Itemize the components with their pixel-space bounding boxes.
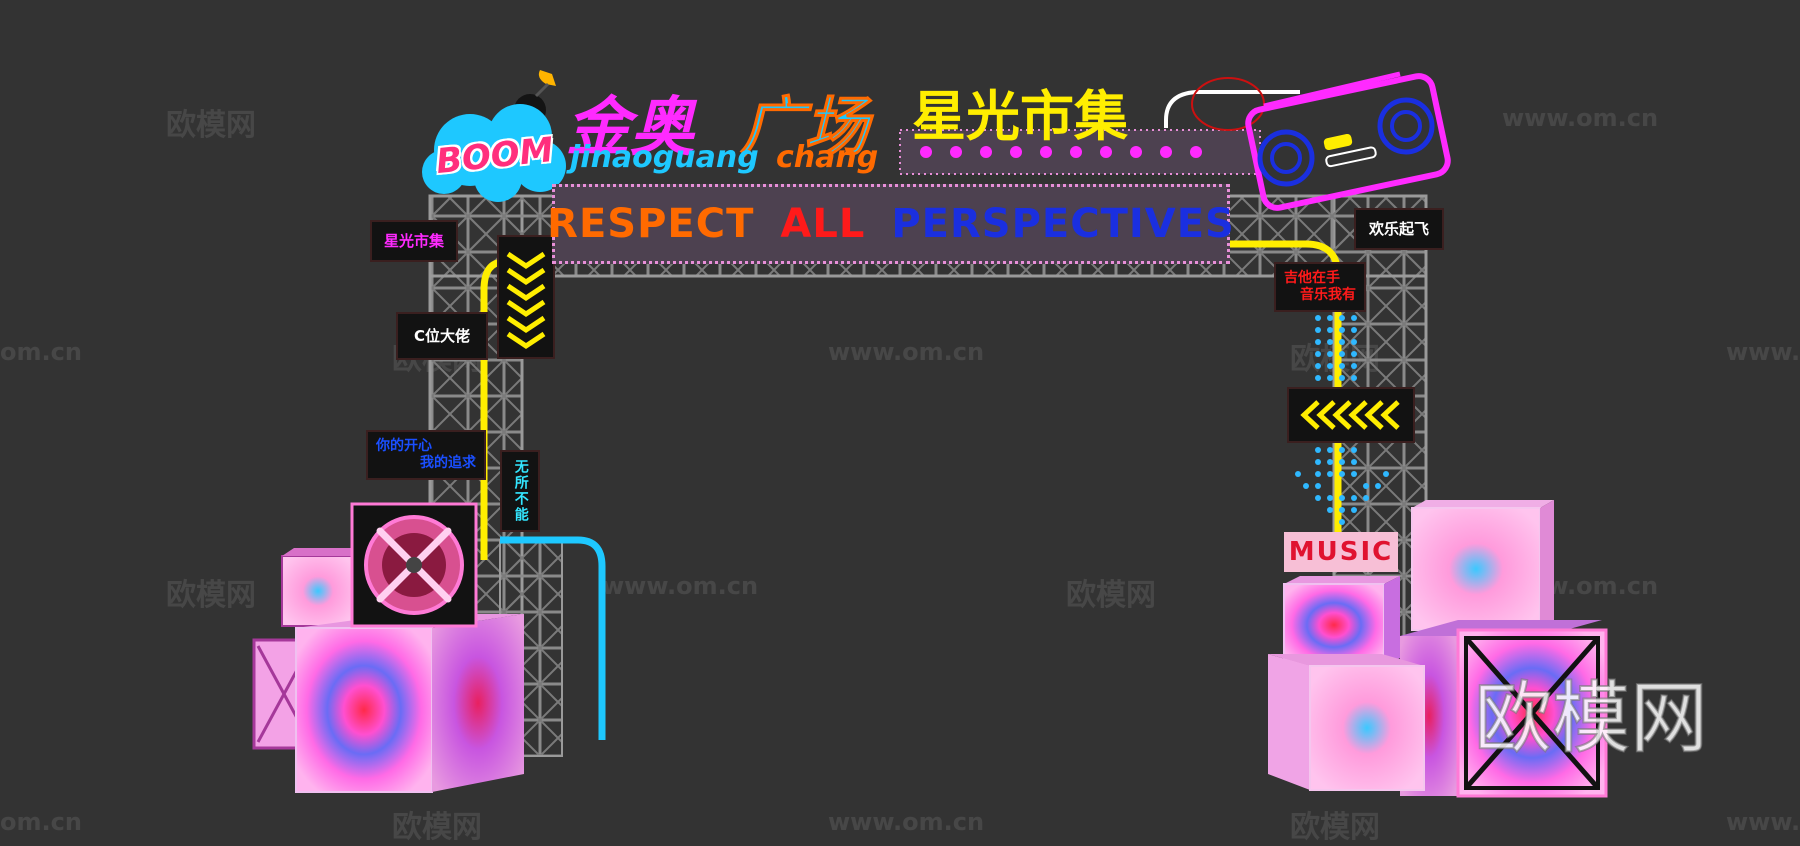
pinyin-blue: jinaoguang [570, 140, 759, 175]
radio-icon [1245, 71, 1451, 211]
music-sign: MUSIC [1284, 532, 1398, 572]
sign-xingguang: 星光市集 [370, 220, 458, 262]
title-yellow: 星光市集 [912, 85, 1128, 148]
watermark-cn: 欧模网 [166, 108, 256, 143]
sign-huanle: 欢乐起飞 [1354, 208, 1444, 250]
watermark-url: www.om.cn [828, 338, 985, 366]
chevron-left-icon [1300, 400, 1400, 430]
banner-word-2: ALL [780, 201, 866, 247]
watermark-url: www.om.cn [1502, 104, 1659, 132]
watermark-url-right: www.. [1726, 808, 1800, 836]
boom-cloud [422, 104, 566, 202]
right-box-front-cube [1268, 654, 1425, 791]
watermark-cn: 欧模网 [1066, 578, 1156, 613]
watermark-url-right: www.. [1726, 338, 1800, 366]
respect-banner: RESPECT ALL PERSPECTIVES [547, 184, 1234, 264]
watermark-url: www.om.cn [828, 808, 985, 836]
sign-guitar-line-2: 音乐我有 [1300, 287, 1356, 303]
left-box-back [281, 548, 366, 627]
pinyin-orange: chang [776, 140, 879, 175]
sign-happy-line-1: 你的开心 [376, 437, 432, 454]
watermark-url-clip: om.cn [0, 338, 82, 366]
sign-guitar: 吉他在手 音乐我有 [1274, 262, 1366, 312]
sign-c-position: C位大佬 [396, 312, 488, 360]
left-box-front [295, 614, 524, 793]
watermark-cn: 欧模网 [1290, 810, 1380, 845]
watermark-url: www.om.cn [602, 572, 759, 600]
watermark-cn: 欧模网 [166, 578, 256, 613]
sign-guitar-line-1: 吉他在手 [1284, 269, 1340, 286]
sign-happy: 你的开心 我的追求 [366, 430, 486, 480]
title-pink: 金奥 [566, 91, 694, 165]
sign-happy-line-2: 我的追求 [420, 455, 476, 471]
title-orange: 广场 [740, 91, 869, 166]
banner-word-3: PERSPECTIVES [891, 201, 1235, 247]
right-box-music [1283, 576, 1400, 667]
chevron-down-icon [506, 251, 546, 350]
right-box-top [1411, 500, 1554, 631]
banner-word-1: RESPECT [547, 201, 755, 247]
fan-box [350, 502, 478, 628]
watermark-cn: 欧模网 [392, 810, 482, 845]
neon-tube-blue [500, 536, 606, 740]
right-box-crate [1456, 628, 1608, 798]
brand-watermark: 欧模网 [1473, 673, 1709, 765]
sign-wusuobuneng: 无所不能 [500, 450, 540, 532]
marquee-lights [920, 146, 1202, 158]
watermark-url-clip: om.cn [0, 808, 82, 836]
